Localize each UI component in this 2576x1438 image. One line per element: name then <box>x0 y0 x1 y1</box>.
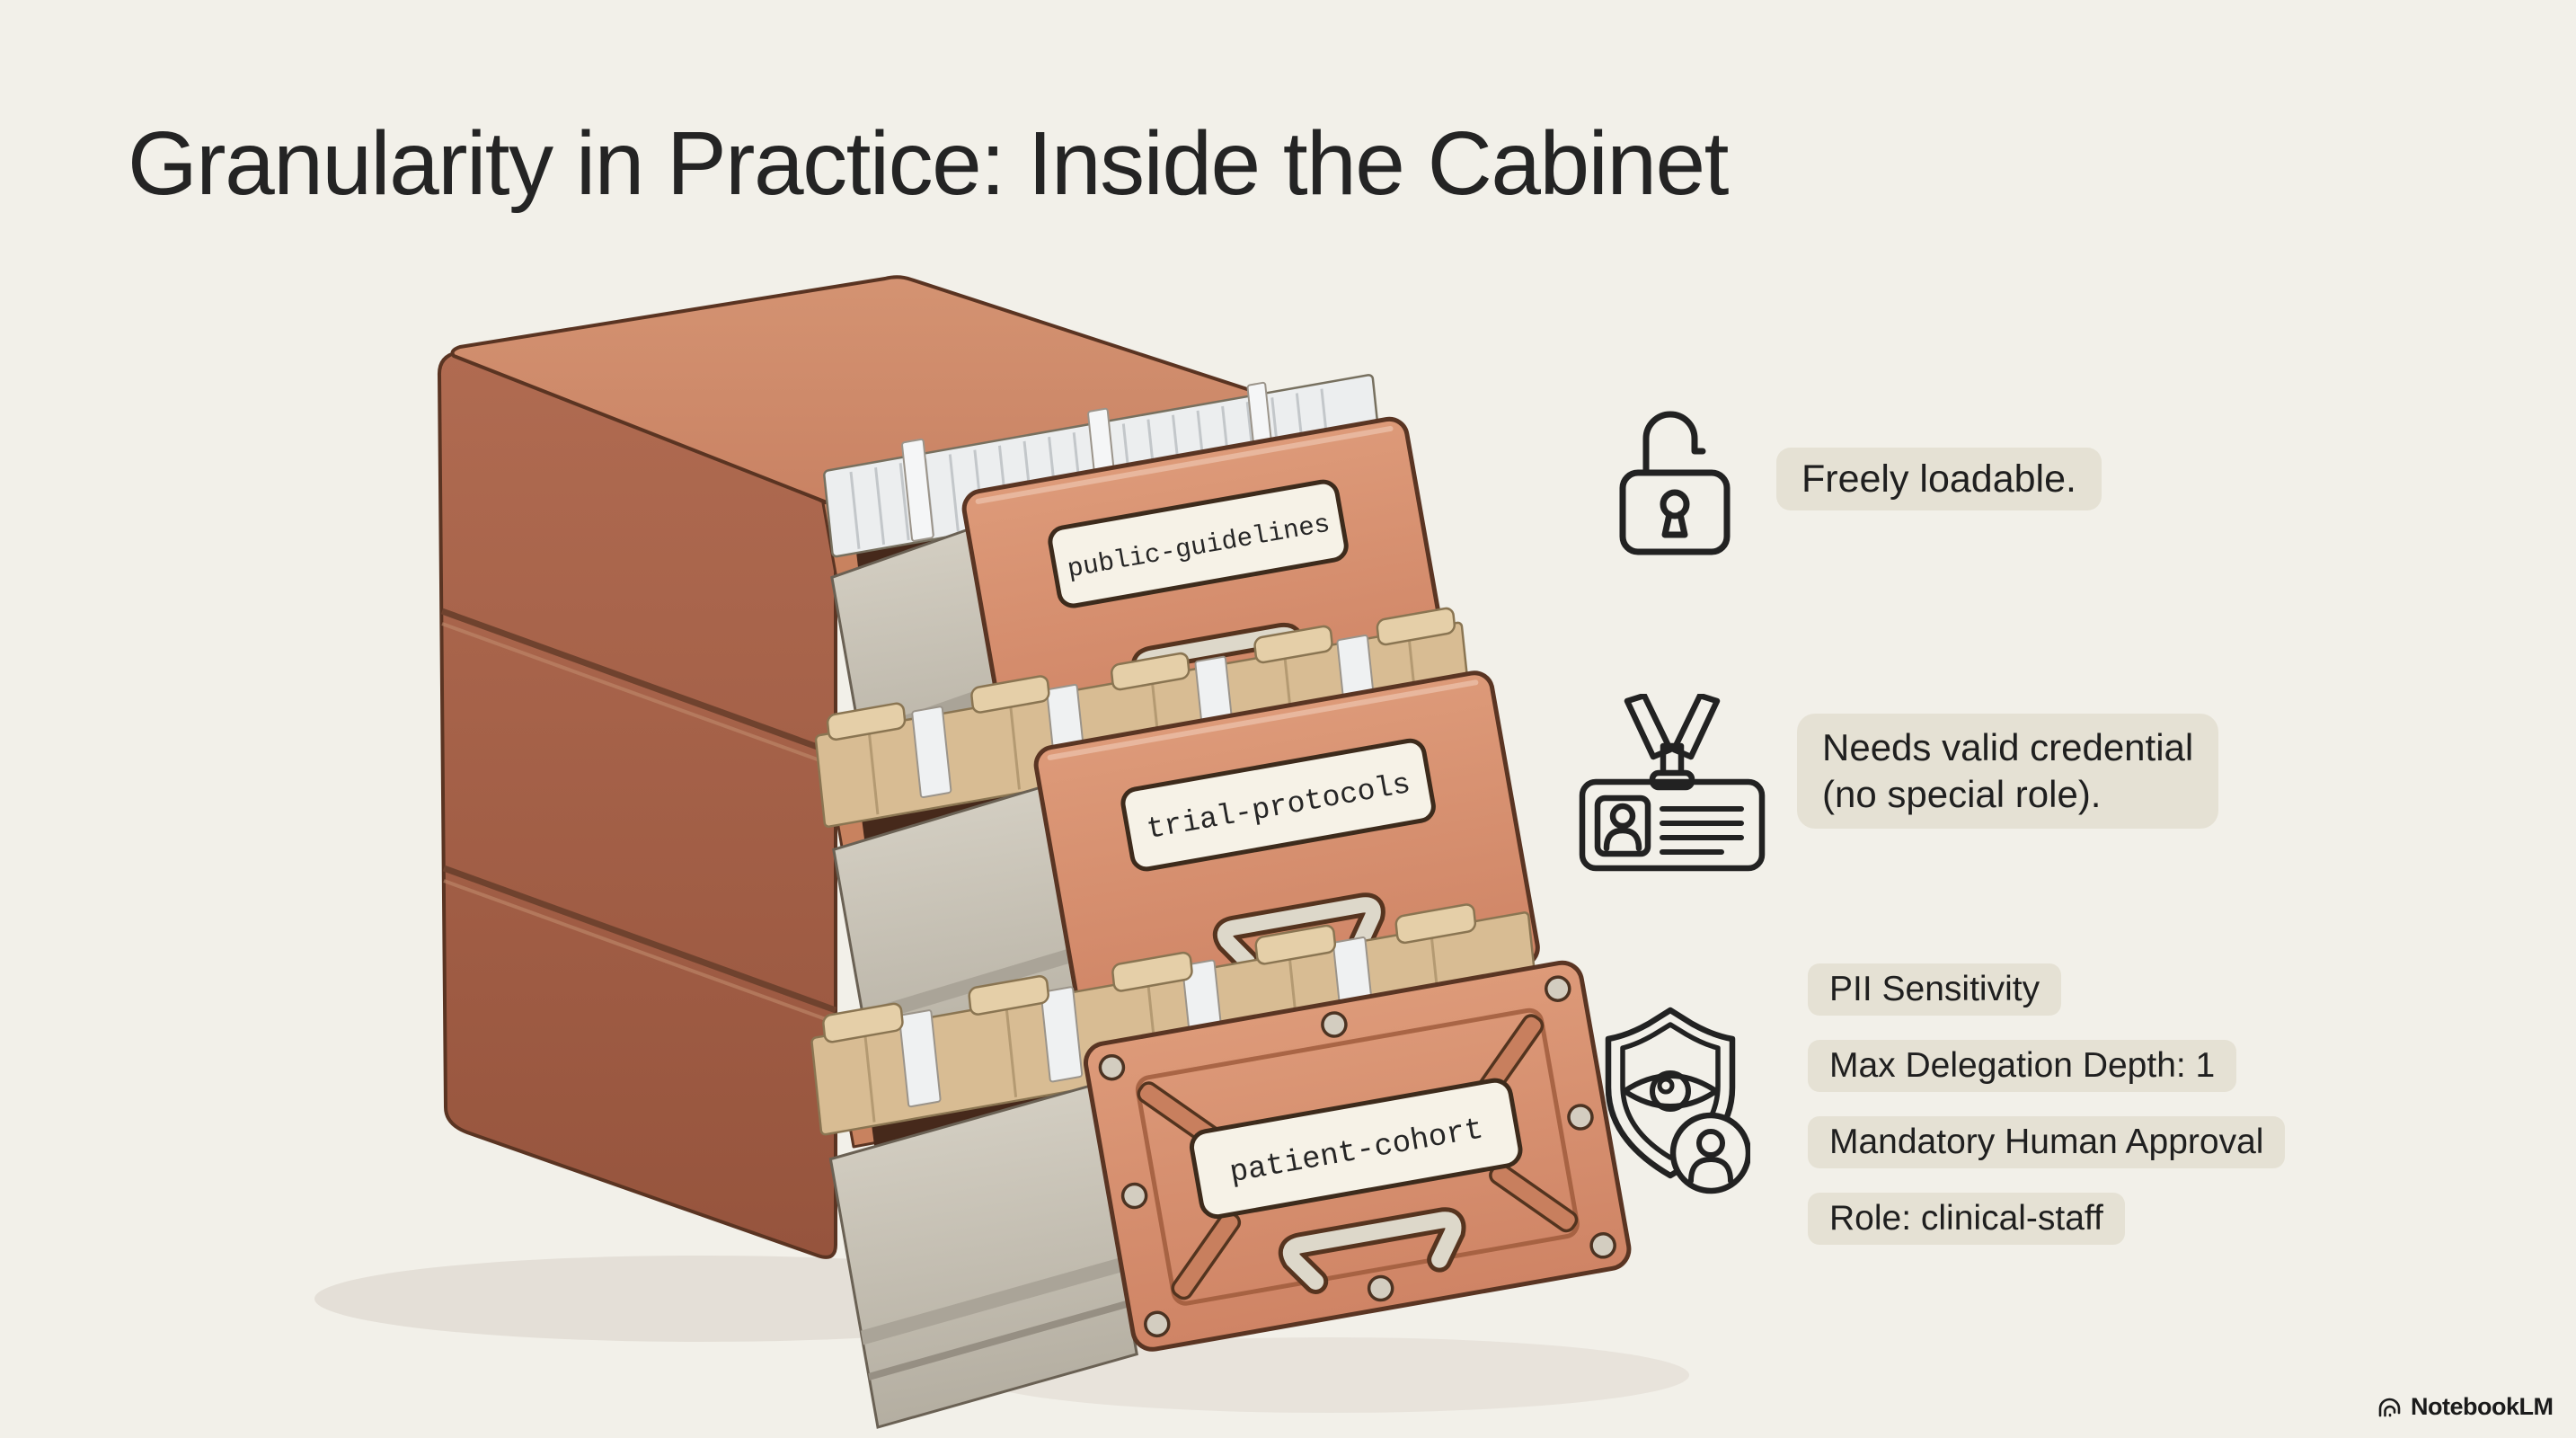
notebooklm-watermark: NotebookLM <box>2377 1393 2554 1421</box>
page-title: Granularity in Practice: Inside the Cabi… <box>128 113 1729 214</box>
unit-seams <box>440 608 837 1025</box>
annotation-pill-approval: Mandatory Human Approval <box>1808 1116 2286 1168</box>
drawer-front-inner-panel <box>1135 1007 1580 1306</box>
drawer-contents-folders <box>814 607 1472 829</box>
drawer-handle <box>1212 892 1385 974</box>
shield-eye-person-icon <box>1590 1005 1752 1197</box>
notebooklm-label: NotebookLM <box>2411 1393 2554 1420</box>
drawer-label: patient-cohort <box>1189 1078 1523 1220</box>
unlock-icon <box>1616 403 1734 557</box>
annotation-pill-pii: PII Sensitivity <box>1808 963 2062 1016</box>
annotation-pill-delegation: Max Delegation Depth: 1 <box>1808 1040 2237 1092</box>
drawer-shadow <box>970 1337 1689 1413</box>
drawer-label: trial-protocols <box>1120 738 1436 872</box>
annotation-pill-role: Role: clinical-staff <box>1808 1193 2125 1245</box>
drawer-metal-box <box>828 1084 1138 1429</box>
credential-line-2: (no special role). <box>1822 773 2102 815</box>
id-badge-icon <box>1578 692 1766 874</box>
drawer-contents-folders <box>810 903 1539 1136</box>
annotation-pill-credential: Needs valid credential (no special role)… <box>1797 714 2219 829</box>
drawer-handle <box>1278 1207 1466 1294</box>
drawer-rivets <box>1098 975 1616 1338</box>
notebooklm-logo-icon <box>2377 1397 2403 1418</box>
annotation-pill-freely-loadable: Freely loadable. <box>1776 448 2102 510</box>
restricted-pill-list: PII Sensitivity Max Delegation Depth: 1 … <box>1808 963 2286 1269</box>
cabinet-side-face <box>437 351 837 1259</box>
credential-line-1: Needs valid credential <box>1822 726 2194 768</box>
drawer-patient-cohort: patient-cohort <box>810 903 1632 1429</box>
